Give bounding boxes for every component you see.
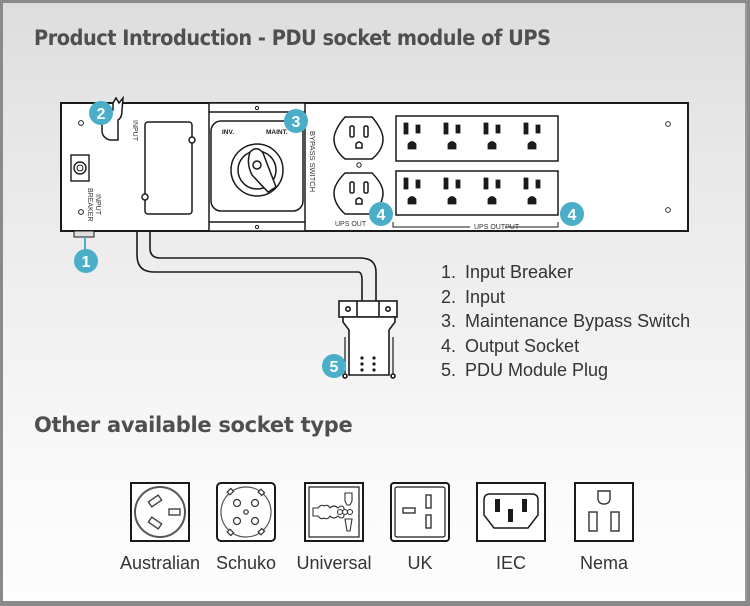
ups-out-label: UPS OUT — [335, 221, 367, 228]
ups-output-label: UPS OUTPUT — [474, 224, 520, 231]
output-outlet — [483, 122, 501, 150]
legend-label: Input — [465, 286, 506, 307]
section-title-other-sockets: Other available socket type — [34, 413, 353, 437]
output-outlet — [523, 122, 541, 150]
socket-label-schuko: Schuko — [215, 553, 277, 573]
output-outlet — [443, 177, 461, 205]
pdu-cable — [136, 231, 377, 301]
schuko-socket-icon — [216, 482, 276, 542]
ups-out-sockets — [333, 116, 384, 215]
uk-socket-icon — [390, 482, 450, 542]
legend-number: 2. — [441, 286, 457, 307]
legend-number: 1. — [441, 262, 457, 282]
svg-text:5: 5 — [330, 359, 339, 376]
legend-item: 3. Maintenance Bypass Switch — [441, 309, 690, 334]
iec-socket-icon — [476, 482, 546, 542]
callout-badge-5: 5 — [322, 354, 346, 378]
screw — [665, 121, 671, 127]
socket-label-nema: Nema — [579, 553, 629, 573]
universal-socket-icon — [304, 482, 364, 542]
output-outlet — [443, 122, 461, 150]
output-outlet — [403, 177, 421, 205]
legend-label: Output Socket — [465, 335, 580, 356]
socket-label-universal: Universal — [296, 553, 372, 573]
legend-number: 3. — [441, 311, 457, 332]
ups-output-strip — [392, 115, 559, 228]
svg-text:3: 3 — [292, 114, 301, 131]
output-outlet — [483, 177, 501, 205]
screw — [665, 207, 671, 213]
pdu-module-slot — [141, 121, 196, 215]
callout-badge-2: 2 — [89, 101, 113, 125]
callout-badge-4b: 4 — [560, 202, 584, 226]
pdu-module-plug — [338, 300, 398, 379]
output-outlet — [523, 177, 541, 205]
input-breaker-label-2: BREAKER — [86, 188, 93, 221]
page-title: Product Introduction - PDU socket module… — [34, 26, 551, 50]
australian-socket-icon — [130, 482, 190, 542]
legend-label: PDU Module Plug — [465, 360, 609, 381]
legend-item: 1. Input Breaker — [441, 260, 690, 285]
legend-label: Maintenance Bypass Switch — [465, 311, 691, 332]
inv-label: INV. — [222, 129, 234, 136]
maintenance-bypass-switch — [208, 102, 306, 232]
output-outlet — [403, 122, 421, 150]
callout-badge-4a: 4 — [369, 202, 393, 226]
input-breaker-label: INPUT — [94, 194, 101, 216]
maint-label: MAINT. — [266, 129, 288, 136]
callout-badge-3: 3 — [284, 109, 308, 133]
callout-badge-1: 1 — [74, 237, 98, 273]
bypass-switch-label: BYPASS SWITCH — [308, 131, 317, 192]
svg-text:1: 1 — [82, 254, 91, 271]
svg-text:2: 2 — [97, 106, 106, 123]
svg-text:4: 4 — [568, 207, 577, 224]
legend-number: 4. — [441, 335, 457, 356]
legend-number: 5. — [441, 360, 457, 381]
svg-text:4: 4 — [377, 207, 386, 224]
input-breaker — [70, 120, 95, 238]
legend-item: 2. Input — [441, 285, 690, 310]
legend-item: 4. Output Socket — [441, 334, 690, 359]
component-legend: 1. Input Breaker 2. Input 3. Maintenance By… — [441, 260, 690, 383]
socket-label-australian: Australian — [119, 553, 201, 573]
legend-label: Input Breaker — [465, 262, 574, 282]
socket-label-uk: UK — [407, 553, 433, 573]
socket-label-iec: IEC — [495, 553, 527, 573]
legend-item: 5. PDU Module Plug — [441, 358, 690, 383]
input-label: INPUT — [131, 120, 138, 142]
nema-socket-icon — [574, 482, 634, 542]
